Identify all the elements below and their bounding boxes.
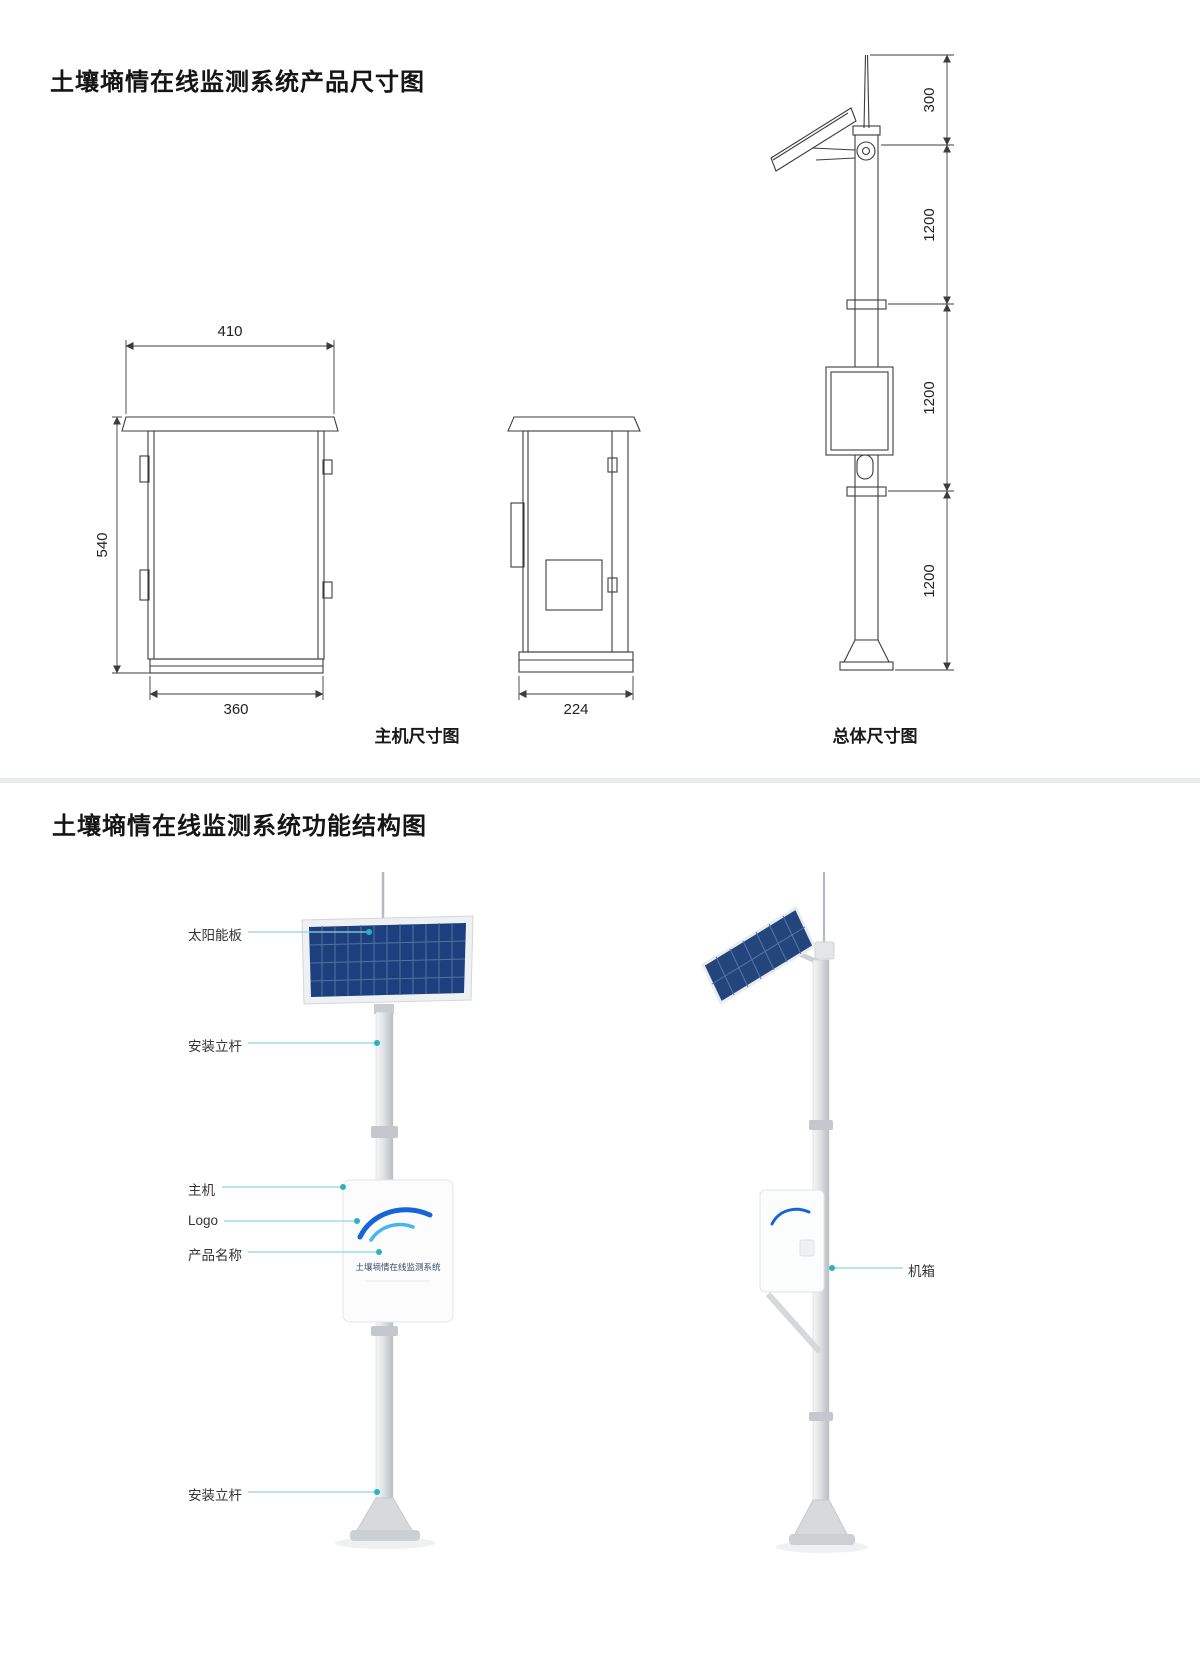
panel-mount bbox=[374, 1004, 394, 1014]
cabinet-box bbox=[759, 1189, 825, 1293]
pole-base-flare bbox=[355, 1497, 414, 1533]
callout-label-main-unit: 主机 bbox=[188, 1183, 215, 1198]
support-strut bbox=[765, 1291, 823, 1355]
antenna bbox=[863, 54, 867, 129]
pole-head-unit bbox=[814, 941, 835, 960]
right-station-render bbox=[701, 872, 868, 1553]
callout-label-product-name: 产品名称 bbox=[188, 1248, 242, 1263]
cabinet-body-side bbox=[522, 430, 629, 653]
panel-bracket bbox=[811, 147, 856, 151]
pole-base-plate bbox=[839, 661, 894, 671]
solar-panel-grid bbox=[711, 915, 806, 996]
logo-swoosh-icon bbox=[770, 1207, 811, 1226]
callout-dots bbox=[340, 929, 835, 1495]
solar-panel-grid bbox=[309, 923, 466, 996]
pole-flange bbox=[371, 1326, 398, 1336]
logo-swoosh-icon bbox=[357, 1207, 433, 1240]
side-view-drawing bbox=[507, 416, 641, 673]
dim-pole-chain bbox=[870, 54, 954, 671]
pole-base-plate bbox=[789, 1534, 855, 1545]
latch-icon bbox=[322, 581, 333, 599]
pole-base-plate bbox=[350, 1530, 420, 1541]
dim-label-1200-c: 1200 bbox=[921, 564, 938, 597]
hinge-icon bbox=[139, 569, 150, 601]
caption-overall-dims: 总体尺寸图 bbox=[832, 727, 918, 746]
latch-icon bbox=[322, 459, 333, 475]
dim-label-1200-a: 1200 bbox=[921, 208, 938, 241]
pole-assembly-drawing bbox=[770, 54, 894, 671]
cabinet-roof bbox=[121, 416, 339, 432]
cabinet-latch bbox=[799, 1239, 815, 1257]
dim-label-540: 540 bbox=[94, 532, 111, 557]
dim-label-1200-b: 1200 bbox=[921, 381, 938, 414]
callout-lines bbox=[222, 931, 903, 1493]
pole-cap bbox=[852, 125, 881, 136]
logo-swoosh-icon bbox=[369, 1222, 415, 1242]
hinge-icon bbox=[139, 455, 150, 483]
callout-label-mount-pole-top: 安装立杆 bbox=[188, 1039, 242, 1054]
dim-side-depth bbox=[518, 676, 634, 700]
pole-base-flare bbox=[843, 639, 890, 663]
dim-label-360: 360 bbox=[223, 701, 248, 718]
cabinet-roof-side bbox=[507, 416, 641, 432]
main-unit-box bbox=[342, 1179, 454, 1323]
pole-clamp-band bbox=[846, 486, 887, 497]
cabinet-body bbox=[147, 430, 325, 660]
hinge-icon bbox=[607, 457, 618, 473]
front-view-drawing bbox=[121, 416, 339, 674]
dim-front-height bbox=[112, 416, 150, 674]
pole-flange bbox=[371, 1126, 398, 1138]
hinge-icon bbox=[607, 577, 618, 593]
callout-label-logo: Logo bbox=[188, 1213, 219, 1228]
cabinet-base-side bbox=[518, 651, 634, 673]
pole-flange bbox=[809, 1120, 833, 1130]
section1-title: 土壤墒情在线监测系统产品尺寸图 bbox=[50, 69, 425, 96]
dim-front-bottom bbox=[149, 676, 324, 700]
caption-main-unit-dims: 主机尺寸图 bbox=[374, 727, 460, 746]
dim-label-224: 224 bbox=[563, 701, 588, 718]
dim-front-top bbox=[125, 340, 335, 414]
side-panel bbox=[510, 502, 525, 568]
vent-window bbox=[545, 559, 603, 611]
cabinet-handle bbox=[856, 454, 874, 480]
pole-clamp-band bbox=[846, 299, 887, 310]
left-station-render: 土壤墒情在线监测系统 bbox=[301, 872, 474, 1549]
pole-base-flare bbox=[793, 1499, 849, 1537]
callout-label-solar-panel: 太阳能板 bbox=[188, 928, 242, 943]
dim-label-410: 410 bbox=[217, 323, 242, 340]
pole-flange bbox=[809, 1412, 833, 1421]
callout-label-cabinet: 机箱 bbox=[908, 1264, 935, 1279]
pole-clamp-ring bbox=[856, 141, 876, 161]
section2-title: 土壤墒情在线监测系统功能结构图 bbox=[52, 813, 427, 840]
dim-label-300: 300 bbox=[921, 87, 938, 112]
callout-label-mount-pole-bottom: 安装立杆 bbox=[188, 1488, 242, 1503]
box-product-name: 土壤墒情在线监测系统 bbox=[355, 1262, 441, 1272]
solar-panel-side bbox=[770, 107, 857, 172]
section-divider bbox=[0, 778, 1200, 783]
cabinet-on-pole bbox=[825, 366, 894, 456]
